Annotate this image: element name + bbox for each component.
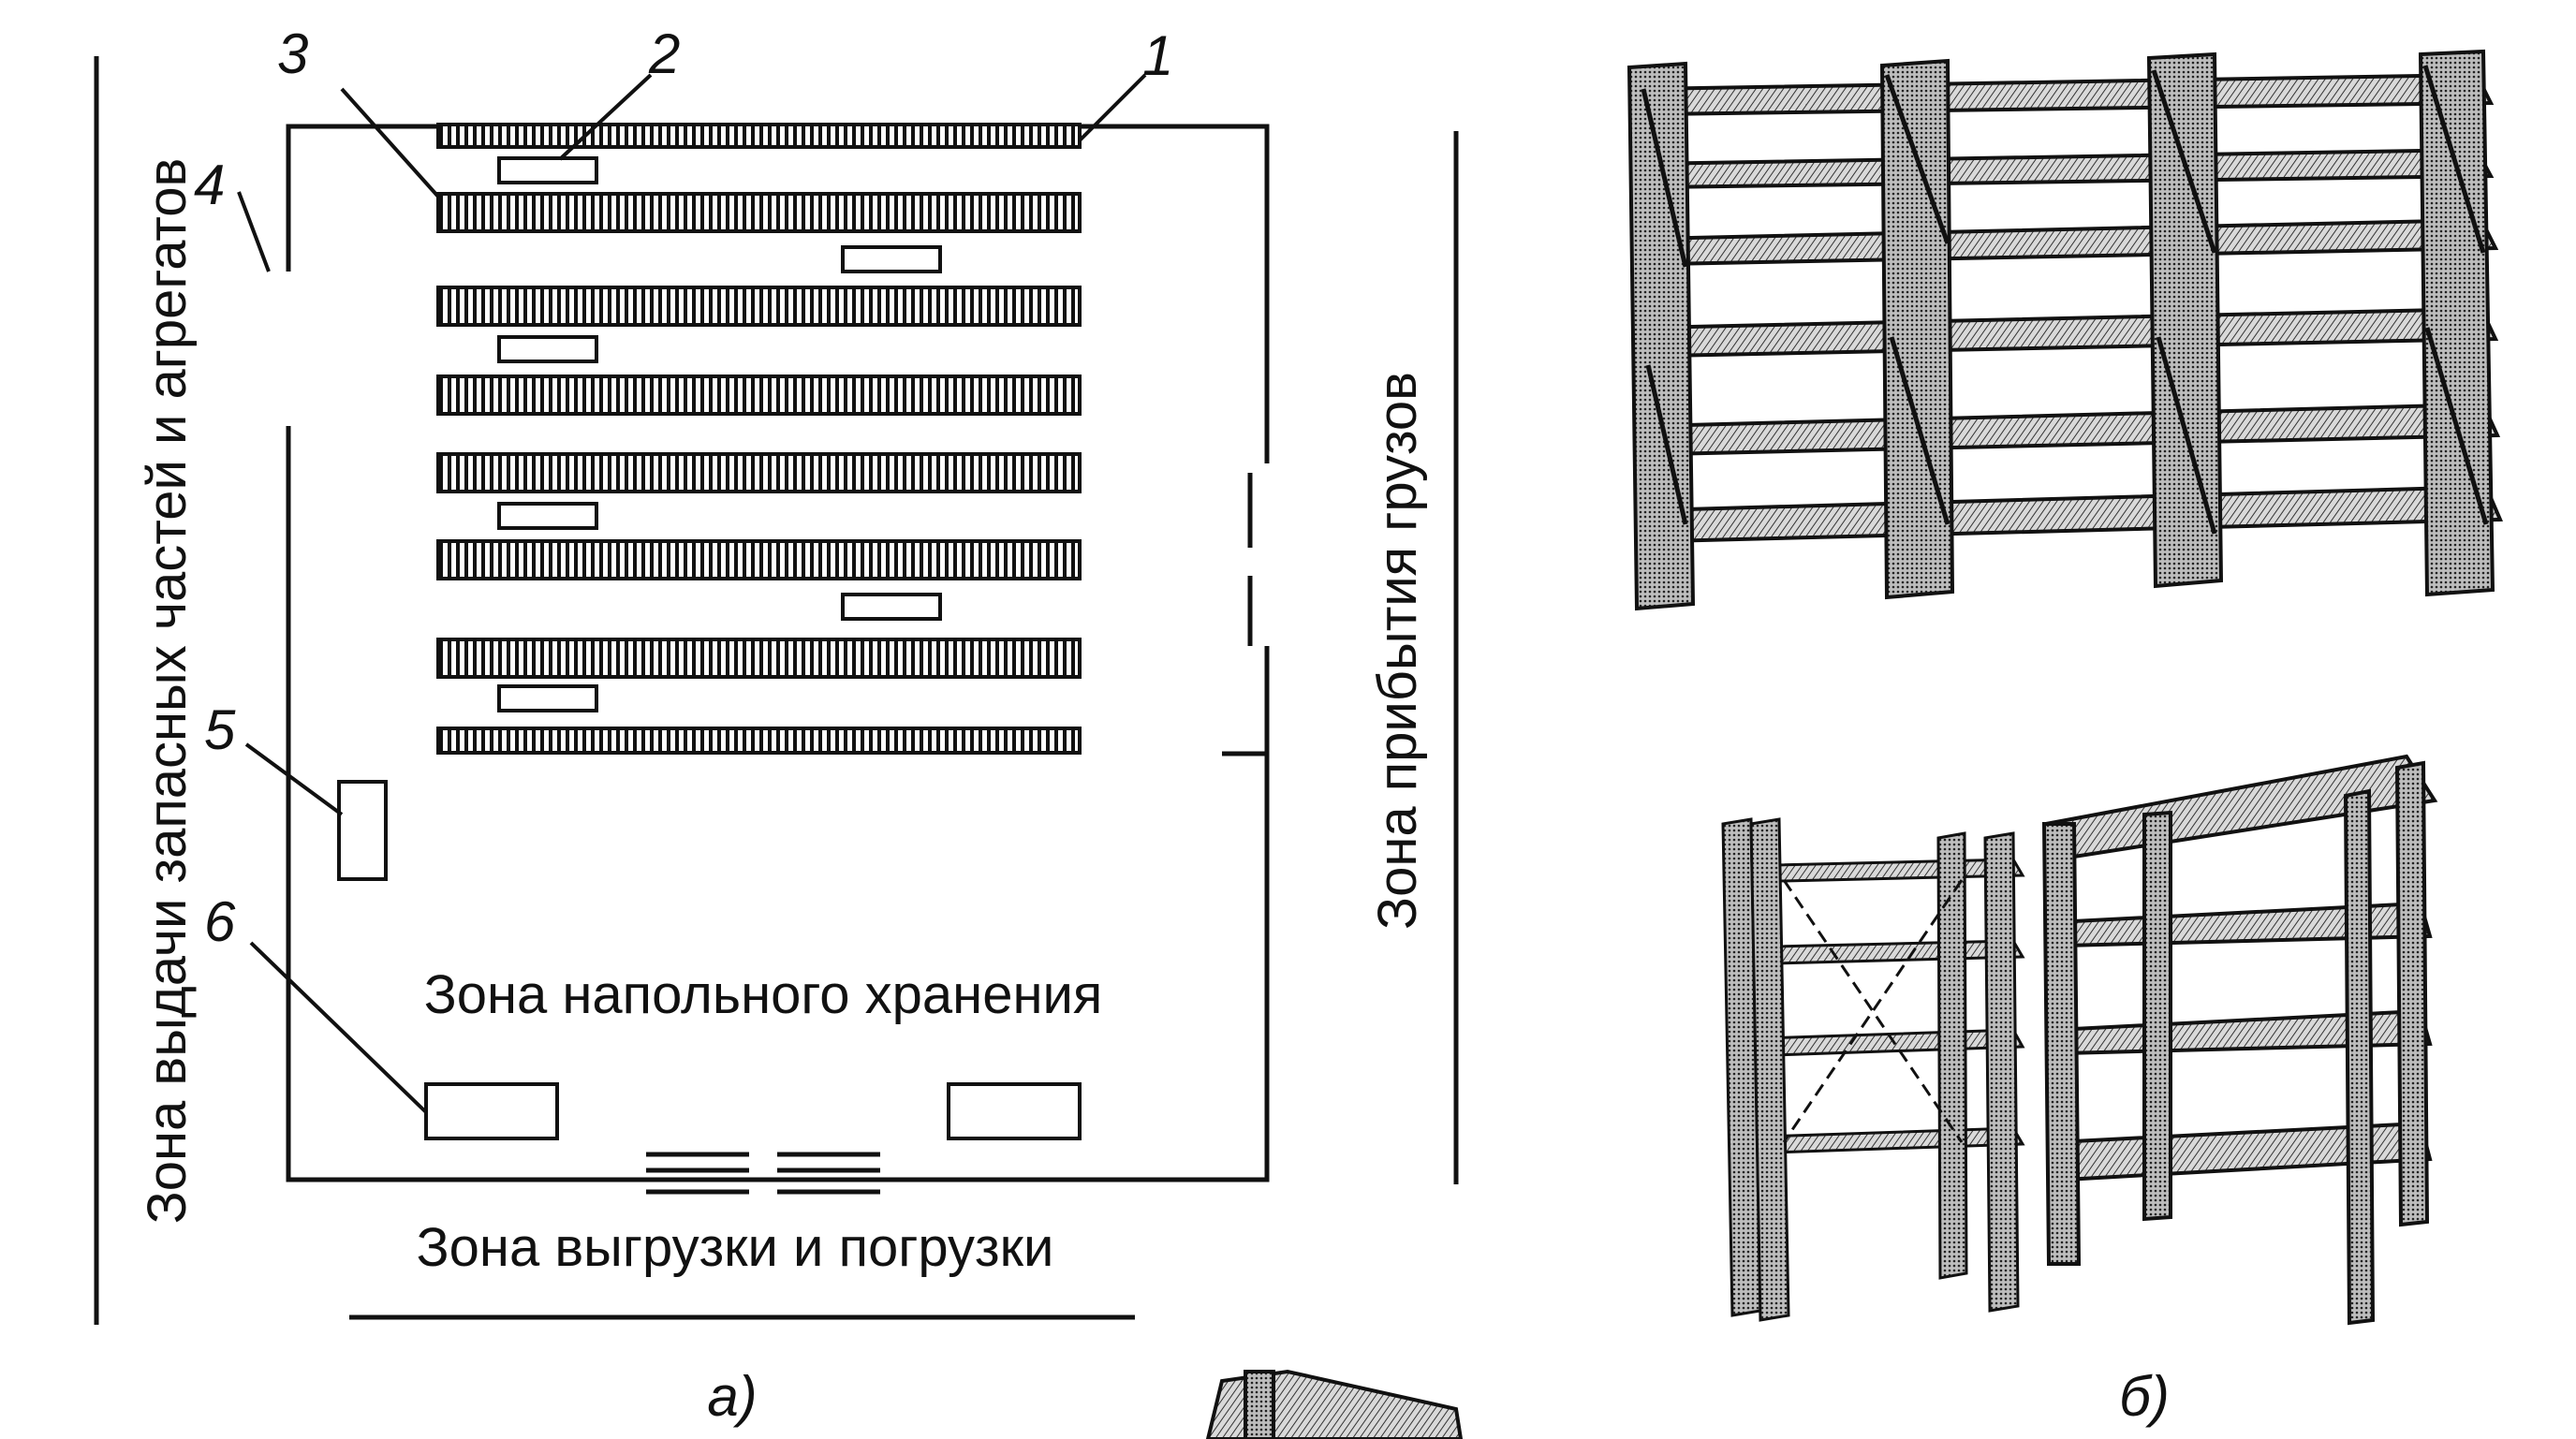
large-shelving-unit: [1627, 49, 2504, 611]
cart: [841, 593, 942, 621]
equipment-6b: [947, 1082, 1082, 1140]
zone-floor-label: Зона напольного хранения: [424, 964, 1103, 1025]
label-6: 6: [204, 890, 236, 953]
cart: [841, 245, 942, 273]
label-4: 4: [194, 154, 225, 216]
rack: [436, 727, 1082, 755]
rack: [436, 539, 1082, 580]
label-1: 1: [1142, 24, 1173, 87]
caption-a: а): [707, 1365, 757, 1428]
warehouse-plan: 1 2 3 4 5 6 Зона выдачи запасных частей …: [94, 22, 1459, 1428]
small-open-shelving: [1721, 817, 2025, 1322]
carts: [497, 156, 942, 712]
cart: [497, 684, 598, 712]
racks: [436, 123, 1082, 755]
cart: [497, 502, 598, 530]
rack: [436, 192, 1082, 233]
label-5: 5: [204, 698, 236, 761]
rack: [436, 286, 1082, 327]
label-3: 3: [277, 22, 308, 85]
equipment-5: [337, 780, 388, 881]
caption-b: б): [2119, 1365, 2170, 1428]
rack: [436, 123, 1082, 149]
zone-right-label: Зона прибытия грузов: [1367, 372, 1428, 930]
zone-left-label: Зона выдачи запасных частей и агрегатов: [137, 158, 198, 1225]
loading-gate: [646, 1152, 880, 1195]
rack: [436, 374, 1082, 416]
leader-lines: [237, 73, 1147, 1114]
cart: [497, 156, 598, 184]
rack: [436, 452, 1082, 493]
cart: [497, 335, 598, 363]
shelving-illustrations: б): [1205, 49, 2504, 1439]
zone-bottom-label: Зона выгрузки и погрузки: [417, 1217, 1054, 1278]
label-2: 2: [648, 22, 680, 85]
rack-fragment: [1205, 1369, 1464, 1439]
small-closed-shelving: [2041, 754, 2438, 1326]
rack: [436, 638, 1082, 679]
equipment-6: [424, 1082, 559, 1140]
